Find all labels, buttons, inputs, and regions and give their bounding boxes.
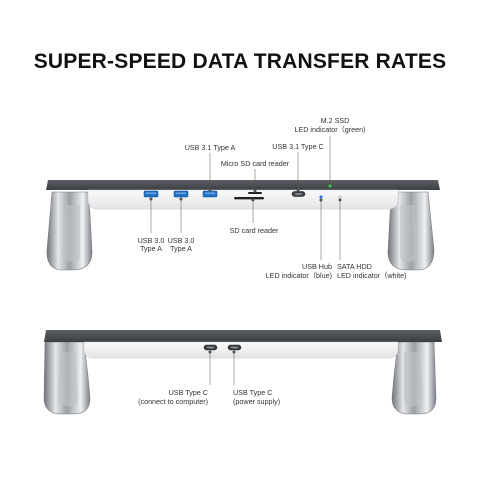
- label-sata-hdd-led: LED indicator（white): [337, 271, 407, 280]
- front-callout-lines: [149, 136, 342, 260]
- label-sata-hdd: SATA HDD: [337, 262, 372, 271]
- front-view-stand: [46, 180, 440, 271]
- label-usb-hub: USB Hub: [302, 262, 332, 271]
- back-face-panel: [83, 341, 399, 359]
- back-top-surface: [44, 330, 442, 342]
- label-micro-sd: Micro SD card reader: [220, 159, 290, 168]
- usb30-port-1: [143, 190, 159, 198]
- label-usb-c-computer-line2: (connect to computer): [138, 397, 208, 406]
- label-m2-ssd: M.2 SSD: [320, 116, 350, 125]
- front-top-surface: [46, 180, 440, 190]
- label-usb-c-power-line2: (power supply): [233, 397, 281, 406]
- label-usb30-type-a-2-line2: Type A: [170, 244, 192, 253]
- usb30-port-2: [173, 190, 189, 198]
- label-usb-c-power-line1: USB Type C: [233, 388, 273, 397]
- label-usb30-type-a-1-line1: USB 3.0: [137, 236, 165, 245]
- label-usb-c-computer-line1: USB Type C: [168, 388, 208, 397]
- label-usb-hub-led: LED indicator（blue): [265, 271, 332, 280]
- label-usb30-type-a-1-line2: Type A: [140, 244, 162, 253]
- page-title: SUPER-SPEED DATA TRANSFER RATES: [33, 50, 447, 73]
- led-sata-hdd-white: [338, 195, 342, 199]
- led-usb-hub-blue: [319, 195, 323, 199]
- sd-slot: [234, 197, 264, 200]
- back-view-stand: [43, 330, 442, 415]
- label-usb31-type-c: USB 3.1 Type C: [272, 142, 324, 151]
- label-usb31-type-a: USB 3.1 Type A: [184, 143, 236, 152]
- front-face-panel: [87, 189, 399, 210]
- led-m2-ssd-green: [328, 184, 332, 188]
- label-sd: SD card reader: [229, 226, 279, 235]
- label-usb30-type-a-2-line1: USB 3.0: [167, 236, 195, 245]
- label-m2-ssd-led: LED indicator（green): [294, 125, 366, 134]
- back-callout-lines: [208, 350, 236, 385]
- micro-sd-slot: [248, 192, 262, 194]
